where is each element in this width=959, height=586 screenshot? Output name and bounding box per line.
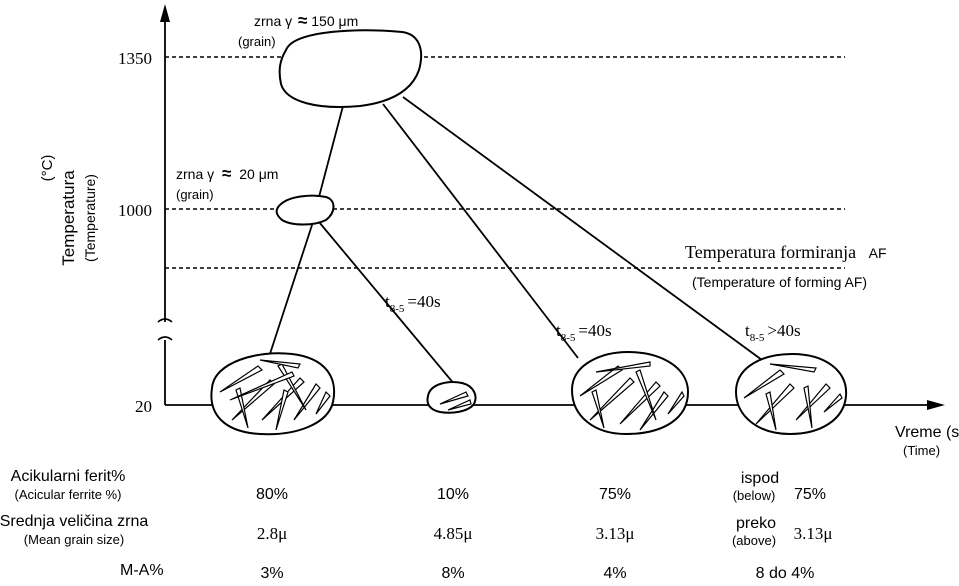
microstructure-2 — [426, 381, 477, 414]
col4-ma: 8 do 4% — [756, 565, 815, 581]
cooling-label-1: t8-5=40s — [385, 292, 441, 315]
y-axis-title-en: (Temperature) — [82, 174, 98, 262]
x-axis-arrow — [927, 400, 945, 410]
cooling-label-3: t8-5>40s — [745, 321, 801, 344]
col4-grain-size: 3.13μ — [794, 524, 833, 543]
col4-grain-prefix-en: (above) — [732, 533, 776, 548]
af-line-label-suffix: AF — [869, 245, 887, 261]
row-label-grain-size-en: (Mean grain size) — [24, 532, 124, 547]
y-axis-arrow — [160, 4, 170, 22]
x-axis-title-en: (Time) — [903, 443, 940, 458]
col3-grain-size: 3.13μ — [596, 524, 635, 543]
small-grain-approx: ≈ — [222, 164, 231, 183]
row-label-acicular-en: (Acicular ferrite %) — [15, 487, 122, 502]
col4-acicular-prefix: ispod — [741, 470, 779, 487]
small-grain-value: 20 μm — [239, 166, 278, 182]
large-austenite-grain — [278, 29, 423, 108]
y-axis-unit-group: (°C) — [39, 155, 56, 182]
col1-grain-size: 2.8μ — [257, 524, 287, 543]
link-large-to-small — [314, 105, 344, 213]
row-label-acicular: Acikularni ferit% — [11, 468, 126, 485]
af-line-label-text: Temperatura formiranja — [685, 242, 856, 262]
y-axis-label: Temperatura (Temperature) — [59, 170, 98, 266]
large-grain-prefix: zrna γ — [254, 13, 292, 29]
microstructure-3 — [570, 350, 690, 436]
af-line-label-en: (Temperature of forming AF) — [692, 274, 867, 290]
link-large-to-col3 — [382, 103, 579, 359]
svg-text:zrna γ ≈ 20 μm: zrna γ ≈ 20 μm — [176, 164, 278, 183]
small-austenite-grain — [275, 194, 335, 226]
x-axis-title: Vreme (s) — [895, 424, 959, 441]
col2-grain-size: 4.85μ — [434, 524, 473, 543]
axis-break-mark — [157, 318, 173, 341]
col1-ma: 3% — [260, 565, 283, 581]
col3-acicular: 75% — [599, 486, 631, 503]
link-small-to-col2 — [318, 221, 456, 386]
large-grain-label: zrna γ ≈ 150 μm (grain) — [238, 11, 358, 49]
tick-1000: 1000 — [118, 201, 152, 220]
large-grain-en: (grain) — [238, 34, 276, 49]
small-grain-label: zrna γ ≈ 20 μm (grain) — [176, 164, 278, 202]
large-grain-value: 150 μm — [311, 13, 358, 29]
col4-acicular: 75% — [794, 486, 826, 503]
col4-acicular-prefix-en: (below) — [733, 488, 776, 503]
svg-text:zrna γ ≈ 150 μm: zrna γ ≈ 150 μm — [254, 11, 358, 30]
y-axis-title: Temperatura — [59, 170, 78, 266]
col3-ma: 4% — [603, 565, 626, 581]
tick-1350: 1350 — [118, 49, 152, 68]
large-grain-approx: ≈ — [298, 11, 307, 30]
small-grain-en: (grain) — [176, 187, 214, 202]
col1-acicular: 80% — [256, 486, 288, 503]
link-large-to-col4 — [402, 96, 763, 361]
link-small-to-col1 — [266, 221, 314, 364]
tick-20: 20 — [135, 397, 152, 416]
af-line-label: Temperatura formiranja AF — [685, 242, 887, 262]
y-axis-unit: (°C) — [39, 155, 56, 182]
cooling-label-2: t8-5=40s — [556, 321, 612, 344]
col2-ma: 8% — [441, 565, 464, 581]
microstructure-4 — [734, 352, 848, 436]
row-label-ma: M-A% — [120, 562, 164, 579]
microstructure-1 — [210, 352, 335, 436]
col4-grain-prefix: preko — [736, 515, 776, 532]
small-grain-prefix: zrna γ — [176, 166, 214, 182]
col2-acicular: 10% — [437, 486, 469, 503]
row-label-grain-size: Srednja veličina zrna — [0, 513, 148, 530]
